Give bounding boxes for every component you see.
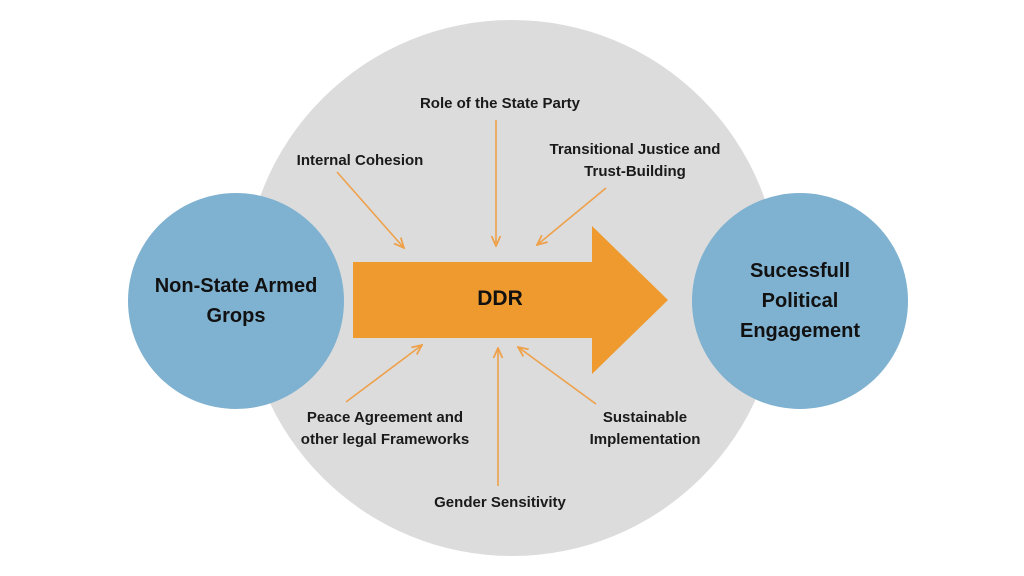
right-node-label: Sucessfull Political Engagement: [720, 256, 880, 346]
transitional-justice-line2: Trust-Building: [584, 163, 686, 180]
role-of-state-label: Role of the State Party: [419, 95, 581, 112]
ddr-label: DDR: [477, 287, 523, 310]
ddr-arrow: [353, 226, 668, 374]
sustainable-line1: Sustainable: [602, 409, 688, 426]
peace-agreement-line2: other legal Frameworks: [300, 431, 470, 448]
transitional-justice-label: Transitional Justice and Trust-Building: [525, 139, 745, 183]
right-node-label-line3: Engagement: [739, 320, 861, 342]
right-node-circle: [692, 193, 908, 409]
transitional-justice-arrow: [537, 187, 607, 245]
left-node-label: Non-State Armed Grops: [154, 275, 318, 327]
sustainable-implementation-arrow: [518, 347, 597, 405]
peace-agreement-arrow: [345, 345, 422, 403]
right-node-label-line2: Political: [761, 290, 839, 312]
sustainable-line2: Implementation: [589, 431, 701, 448]
sustainable-implementation-label: Sustainable Implementation: [560, 407, 730, 451]
left-node-circle: [128, 193, 344, 409]
transitional-justice-line1: Transitional Justice and: [549, 141, 721, 158]
internal-cohesion-arrow: [336, 171, 404, 248]
right-node-label-line1: Sucessfull: [749, 260, 851, 282]
peace-agreement-line1: Peace Agreement and: [306, 409, 464, 426]
gender-sensitivity-label: Gender Sensitivity: [434, 494, 566, 511]
internal-cohesion-label: Internal Cohesion: [296, 152, 424, 169]
peace-agreement-label: Peace Agreement and other legal Framewor…: [275, 407, 495, 451]
